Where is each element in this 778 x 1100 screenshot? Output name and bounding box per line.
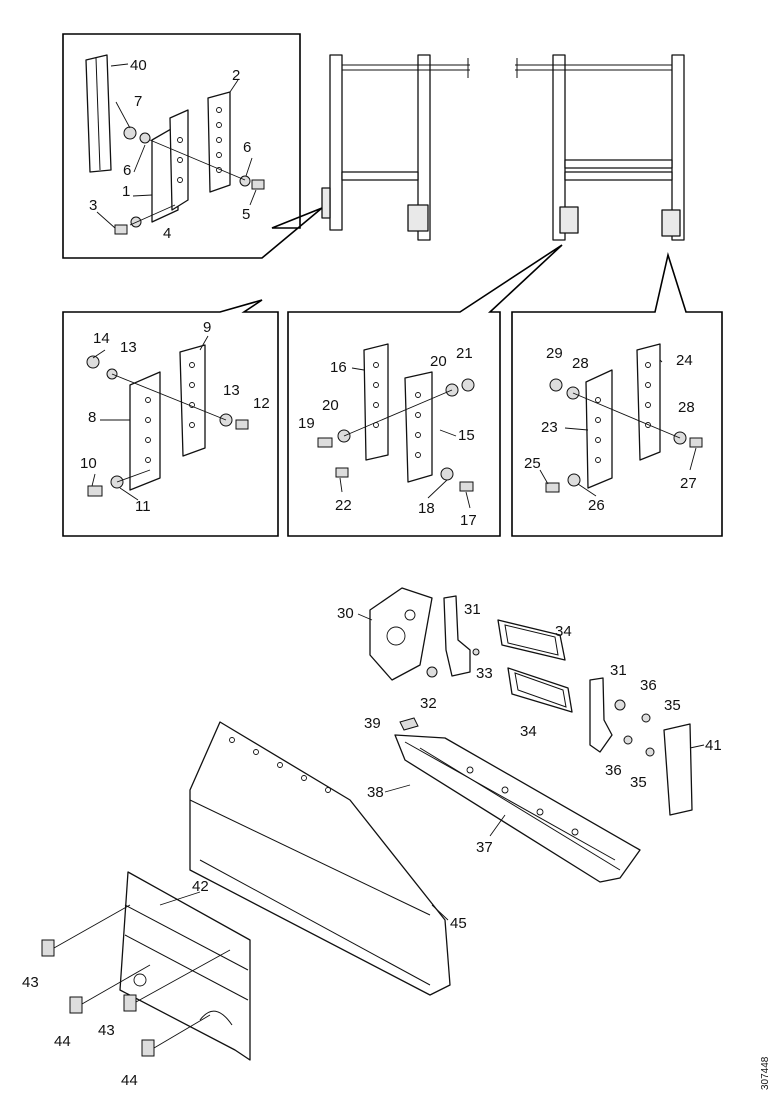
lower-assembly bbox=[41, 587, 693, 1061]
callout-5: 5 bbox=[242, 206, 250, 223]
callout-44: 44 bbox=[54, 1033, 71, 1050]
callout-8: 8 bbox=[88, 409, 96, 426]
callout-27: 27 bbox=[680, 475, 697, 492]
callout-13: 13 bbox=[120, 339, 137, 356]
callout-3: 3 bbox=[89, 197, 97, 214]
callout-37: 37 bbox=[476, 839, 493, 856]
callout-10: 10 bbox=[80, 455, 97, 472]
callout-22: 22 bbox=[335, 497, 352, 514]
callout-19: 19 bbox=[298, 415, 315, 432]
callout-6: 6 bbox=[123, 162, 131, 179]
callout-14: 14 bbox=[93, 330, 110, 347]
callout-28: 28 bbox=[678, 399, 695, 416]
callout-39: 39 bbox=[364, 715, 381, 732]
detail-box-c bbox=[287, 244, 563, 537]
callout-41: 41 bbox=[705, 737, 722, 754]
callout-43: 43 bbox=[22, 974, 39, 991]
callout-31: 31 bbox=[610, 662, 627, 679]
callout-12: 12 bbox=[253, 395, 270, 412]
callout-40: 40 bbox=[130, 57, 147, 74]
callout-15: 15 bbox=[458, 427, 475, 444]
callout-35: 35 bbox=[664, 697, 681, 714]
callout-13: 13 bbox=[223, 382, 240, 399]
callout-36: 36 bbox=[605, 762, 622, 779]
callout-35: 35 bbox=[630, 774, 647, 791]
detail-box-d bbox=[511, 251, 723, 537]
callout-43: 43 bbox=[98, 1022, 115, 1039]
callout-6: 6 bbox=[243, 139, 251, 156]
callout-34: 34 bbox=[520, 723, 537, 740]
callout-1: 1 bbox=[122, 183, 130, 200]
callout-16: 16 bbox=[330, 359, 347, 376]
reference-code: 307448 bbox=[760, 1056, 771, 1090]
callout-2: 2 bbox=[232, 67, 240, 84]
detail-box-b bbox=[62, 299, 279, 537]
callout-25: 25 bbox=[524, 455, 541, 472]
detail-box-a bbox=[62, 33, 323, 259]
callout-labels: 40 2 7 6 6 1 5 3 4 14 13 9 8 13 12 10 11… bbox=[22, 57, 722, 1089]
callout-9: 9 bbox=[203, 319, 211, 336]
callout-34: 34 bbox=[555, 623, 572, 640]
callout-23: 23 bbox=[541, 419, 558, 436]
callout-20: 20 bbox=[430, 353, 447, 370]
callout-18: 18 bbox=[418, 500, 435, 517]
callout-36: 36 bbox=[640, 677, 657, 694]
callout-4: 4 bbox=[163, 225, 171, 242]
callout-11: 11 bbox=[135, 498, 151, 515]
frame-overview bbox=[321, 54, 685, 241]
callout-28: 28 bbox=[572, 355, 589, 372]
callout-21: 21 bbox=[456, 345, 473, 362]
callout-30: 30 bbox=[337, 605, 354, 622]
callout-38: 38 bbox=[367, 784, 384, 801]
callout-44: 44 bbox=[121, 1072, 138, 1089]
callout-42: 42 bbox=[192, 878, 209, 895]
callout-24: 24 bbox=[676, 352, 693, 369]
callout-29: 29 bbox=[546, 345, 563, 362]
callout-7: 7 bbox=[134, 93, 142, 110]
callout-33: 33 bbox=[476, 665, 493, 682]
callout-20: 20 bbox=[322, 397, 339, 414]
callout-26: 26 bbox=[588, 497, 605, 514]
callout-45: 45 bbox=[450, 915, 467, 932]
callout-32: 32 bbox=[420, 695, 437, 712]
callout-17: 17 bbox=[460, 512, 477, 529]
callout-31: 31 bbox=[464, 601, 481, 618]
